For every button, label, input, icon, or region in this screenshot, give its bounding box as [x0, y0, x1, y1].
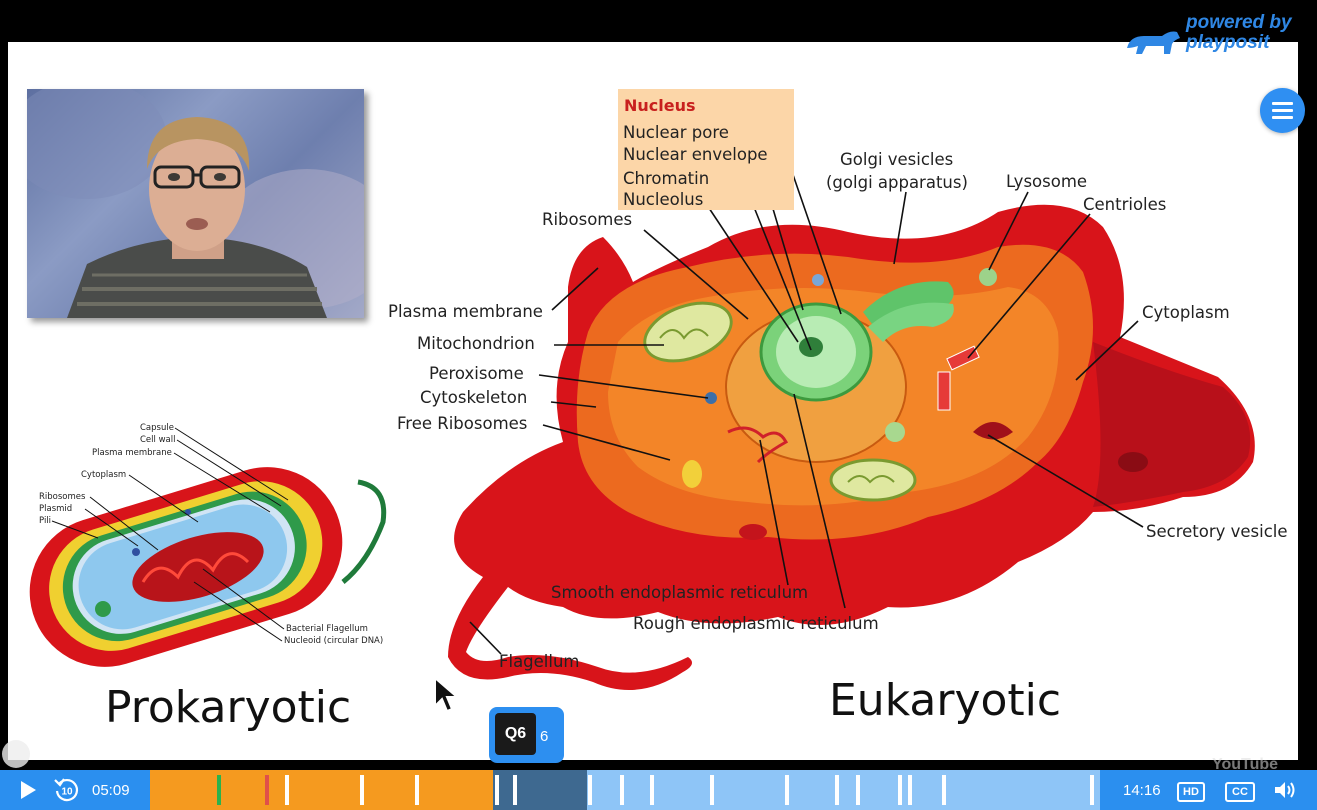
progress-marker[interactable]	[710, 775, 714, 805]
bacterial-flagellum-label: Bacterial Flagellum	[286, 624, 368, 634]
prok-plasma-membrane-label: Plasma membrane	[92, 448, 172, 458]
plasmid-label: Plasmid	[39, 504, 73, 514]
progress-marker[interactable]	[785, 775, 789, 805]
progress-buffered	[492, 770, 587, 810]
progress-marker[interactable]	[1090, 775, 1094, 805]
smooth-er-label: Smooth endoplasmic reticulum	[551, 583, 809, 602]
centrioles-label: Centrioles	[1083, 195, 1167, 214]
youtube-watermark: YouTube	[1212, 756, 1279, 773]
total-time: 14:16	[1123, 782, 1161, 799]
rough-er-label: Rough endoplasmic reticulum	[633, 614, 879, 633]
capsule-label: Capsule	[140, 423, 174, 433]
progress-marker[interactable]	[265, 775, 269, 805]
progress-marker[interactable]	[650, 775, 654, 805]
nucleoid-label: Nucleoid (circular DNA)	[284, 636, 384, 646]
progress-marker[interactable]	[620, 775, 624, 805]
golgi-label-line1: Golgi vesicles	[840, 150, 954, 169]
video-stage[interactable]: Nucleus Nuclear pore Nuclear envelope Ch…	[0, 0, 1317, 773]
video-control-bar: 10 05:09 14:16 HD CC	[0, 770, 1317, 810]
play-icon[interactable]	[18, 780, 38, 800]
progress-played	[150, 770, 493, 810]
flagellum-label: Flagellum	[499, 652, 580, 671]
logo-text-powered-by: powered by	[1186, 12, 1292, 33]
chromatin-label: Chromatin	[623, 169, 710, 188]
progress-marker[interactable]	[217, 775, 221, 805]
progress-marker[interactable]	[856, 775, 860, 805]
free-ribosomes-label: Free Ribosomes	[397, 414, 528, 433]
prok-cytoplasm-label: Cytoplasm	[81, 470, 127, 480]
nuclear-pore-label: Nuclear pore	[623, 123, 729, 142]
rewind-10-icon[interactable]: 10	[53, 776, 81, 804]
hd-button[interactable]: HD	[1177, 782, 1205, 802]
nucleolus-label: Nucleolus	[623, 190, 704, 209]
plasma-membrane-label: Plasma membrane	[388, 302, 543, 321]
peroxisome-label: Peroxisome	[429, 364, 524, 383]
question-label: Q6	[495, 713, 536, 755]
current-time: 05:09	[92, 782, 130, 799]
nuclear-envelope-label: Nuclear envelope	[623, 145, 768, 164]
progress-marker[interactable]	[942, 775, 946, 805]
progress-playhead[interactable]	[495, 775, 499, 805]
chat-bubble-icon[interactable]	[2, 740, 30, 768]
cytoskeleton-label: Cytoskeleton	[420, 388, 528, 407]
progress-bar[interactable]	[150, 770, 1100, 810]
mitochondrion-label: Mitochondrion	[417, 334, 535, 353]
hamburger-menu-icon[interactable]	[1260, 88, 1305, 133]
prok-ribosomes-label: Ribosomes	[39, 492, 86, 502]
nucleus-title: Nucleus	[624, 96, 696, 115]
secretory-vesicle-label: Secretory vesicle	[1146, 522, 1288, 541]
progress-marker[interactable]	[908, 775, 912, 805]
cell-wall-label: Cell wall	[140, 435, 176, 445]
mouse-pointer-icon	[434, 676, 460, 713]
playposit-logo: powered by playposit	[1122, 10, 1307, 60]
progress-marker[interactable]	[285, 775, 289, 805]
cell-diagrams	[29, 133, 1255, 690]
prokaryotic-title: Prokaryotic	[105, 682, 352, 733]
ribosomes-label: Ribosomes	[542, 210, 633, 229]
volume-icon[interactable]	[1273, 780, 1297, 800]
question-number: 6	[540, 728, 549, 745]
cc-button[interactable]: CC	[1225, 782, 1255, 802]
progress-marker[interactable]	[513, 775, 517, 805]
cytoplasm-label: Cytoplasm	[1142, 303, 1230, 322]
lecture-slide: Nucleus Nuclear pore Nuclear envelope Ch…	[8, 42, 1298, 760]
presenter-webcam	[27, 89, 364, 318]
prokaryotic-cell	[29, 467, 387, 667]
lysosome-label: Lysosome	[1006, 172, 1088, 191]
logo-text-playposit: playposit	[1186, 32, 1270, 53]
progress-marker[interactable]	[588, 775, 592, 805]
golgi-label-line2: (golgi apparatus)	[826, 173, 968, 192]
progress-marker[interactable]	[835, 775, 839, 805]
progress-marker[interactable]	[898, 775, 902, 805]
nucleus-label-box: Nucleus Nuclear pore Nuclear envelope Ch…	[618, 89, 794, 210]
progress-marker[interactable]	[415, 775, 419, 805]
eukaryotic-title: Eukaryotic	[829, 675, 1062, 726]
rewind-seconds: 10	[61, 787, 73, 798]
dog-logo-icon	[1127, 31, 1180, 54]
progress-marker[interactable]	[360, 775, 364, 805]
presenter-image	[27, 89, 364, 318]
pili-label: Pili	[39, 516, 52, 526]
question-marker-q6[interactable]: Q6 6	[489, 707, 564, 763]
